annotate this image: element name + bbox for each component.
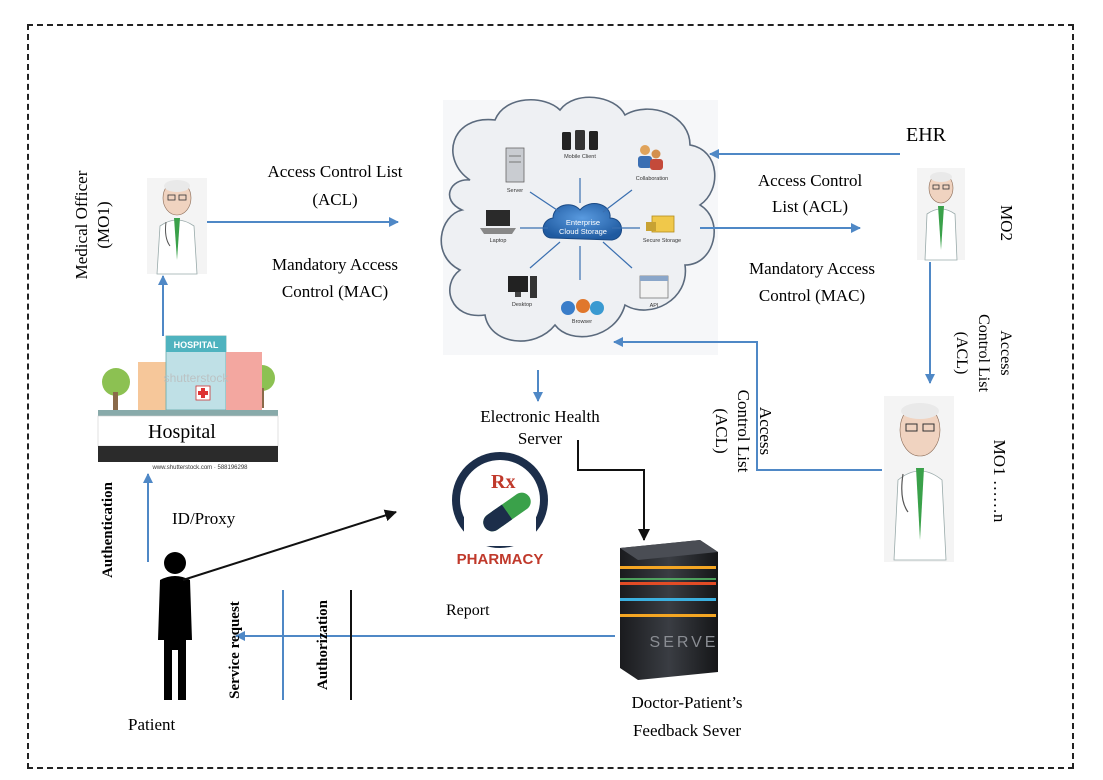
cloud-center-label-1: Enterprise [566,218,600,227]
mo-n-label: MO1 ……n [990,439,1009,523]
feedback-line-1: Doctor-Patient’s [631,693,743,712]
cloud-node-label: Collaboration [636,176,668,182]
mo2-label: MO2 [997,205,1016,241]
acl-vr-line-2: Control List [975,314,992,392]
health-server-to-feedback-arrow [577,440,650,541]
hospital-illustration: HOSPITAL shutterstock www.shutterstock.c… [97,330,279,471]
secure-storage-icon [646,215,675,233]
authorization-label: Authorization [315,600,331,690]
cloud-storage-illustration: Enterprise Cloud Storage [440,96,718,355]
acl-vm-line-3: (ACL) [712,408,731,454]
id-proxy-arrow [182,509,397,581]
laptop-icon [480,210,516,234]
hospital-credit: www.shutterstock.com · 588196298 [151,465,248,471]
cloud-node-label: Server [507,188,523,194]
electronic-health-server-label: Electronic Health Server [455,406,625,450]
cloud-node-label: API [650,303,659,309]
acl-right-line-1: Access Control [757,171,863,190]
acl-vm-line-2: Control List [734,389,753,473]
feedback-line-2: Feedback Sever [632,721,742,740]
desktop-icon [508,276,537,298]
cloud-center-label-2: Cloud Storage [559,227,607,236]
id-proxy-label: ID/Proxy [172,509,236,528]
report-label: Report [446,602,490,619]
patient-label: Patient [128,715,176,734]
cloud-node-label: Secure Storage [643,238,681,244]
cloud-node-label: Browser [572,319,592,325]
acl-vm-line-1: Access [756,406,775,456]
feedback-server-label: Doctor-Patient’s Feedback Sever [602,692,772,742]
acl-right-label: Access Control List (ACL) [730,170,890,218]
acl-vertical-right-label: Access Control List (ACL) [950,308,1016,398]
acl-top-line-2: (ACL) [312,190,358,209]
hospital-sign-text: HOSPITAL [174,340,219,350]
server-serve-text: SERVE [650,634,719,651]
doctor-mon-figure [884,396,954,562]
acl-top-line-1: Access Control List [267,162,403,181]
ehs-line-1: Electronic Health [480,407,600,426]
hospital-label: Hospital [148,421,216,443]
acl-vertical-mid-label: Access Control List (ACL) [710,381,776,481]
mo1-line-2: (MO1) [94,201,113,249]
acl-vr-line-1: Access [997,330,1014,376]
cloud-node-label: Mobile Client [564,154,596,160]
mo1-label: Medical Officer (MO1) [71,145,121,305]
service-request-label: Service request [227,601,243,699]
connector-arrows [143,149,935,700]
mac-right-line-2: Control (MAC) [758,286,866,305]
mac-left-line-2: Control (MAC) [281,282,389,301]
mac-right-line-1: Mandatory Access [748,259,876,278]
pharmacy-text: PHARMACY [457,551,544,568]
acl-top-label: Access Control List (ACL) [240,161,430,211]
mac-right-label: Mandatory Access Control (MAC) [722,258,902,307]
mo1-line-1: Medical Officer [72,170,91,280]
mac-left-label: Mandatory Access Control (MAC) [240,254,430,303]
doctor-mo2-figure [917,168,965,261]
doctor-mo1-figure [147,178,207,275]
feedback-server-icon: SERVE [620,540,718,680]
mac-left-line-1: Mandatory Access [271,255,399,274]
ehs-line-2: Server [517,429,563,448]
api-window-icon [639,275,669,299]
ehr-label: EHR [906,124,946,146]
rx-symbol: Rx [491,471,515,493]
mobile-client-icon [562,130,598,150]
diagram-frame [27,24,1074,769]
pharmacy-logo: Rx PHARMACY [452,452,548,568]
enterprise-cloud-icon: Enterprise Cloud Storage [542,203,622,241]
browser-icon [561,299,604,315]
acl-right-line-2: List (ACL) [771,197,849,216]
patient-figure [158,552,192,700]
server-node-icon [505,147,525,183]
cloud-node-label: Laptop [490,238,507,244]
collaboration-icon [638,145,663,170]
cloud-node-label: Desktop [512,302,532,308]
acl-vr-line-3: (ACL) [953,331,970,375]
authentication-label: Authentication [100,482,116,578]
hospital-watermark: shutterstock [164,371,230,385]
